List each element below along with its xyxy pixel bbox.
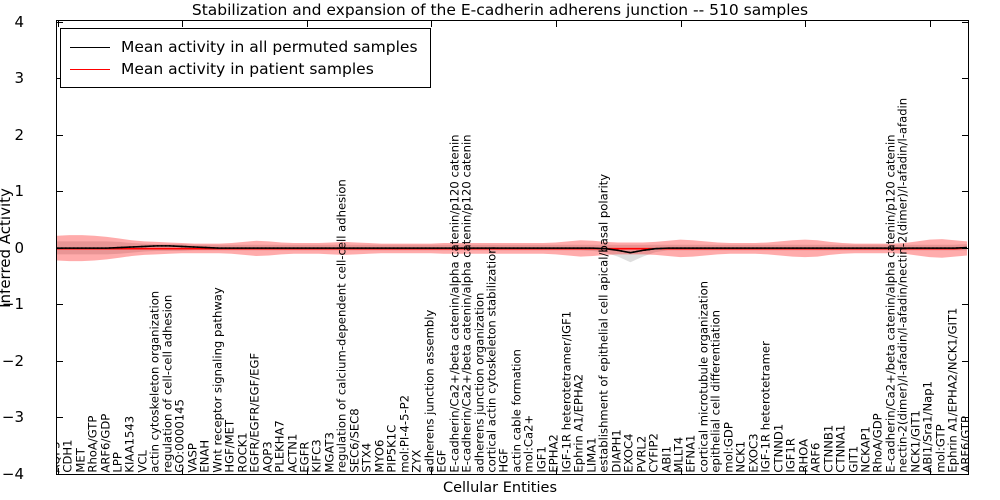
y-tick-mark: [962, 360, 968, 362]
y-tick-label: 1: [14, 182, 24, 200]
y-tick-label: 3: [14, 69, 24, 87]
y-tick-label: −2: [1, 351, 24, 370]
legend-label-permuted: Mean activity in all permuted samples: [121, 38, 418, 56]
y-tick-mark: [962, 304, 968, 305]
legend: Mean activity in all permuted samples Me…: [60, 28, 431, 88]
y-tick-mark: [57, 134, 63, 136]
plot-svg: [57, 235, 967, 263]
x-tick-mark: [680, 468, 682, 474]
y-tick-mark: [962, 247, 968, 249]
y-tick-mark: [962, 417, 968, 418]
x-tick-mark: [57, 468, 59, 474]
x-tick-mark: [431, 468, 433, 474]
y-tick-mark: [57, 247, 63, 249]
chart-title: Stabilization and expansion of the E-cad…: [191, 1, 809, 19]
y-tick-mark: [57, 21, 63, 23]
y-tick-label: 2: [14, 125, 24, 144]
y-tick-mark: [962, 191, 968, 192]
y-tick-mark: [962, 473, 968, 475]
legend-item-patient: Mean activity in patient samples: [70, 58, 418, 80]
x-tick-mark: [182, 468, 184, 474]
y-tick-mark: [962, 78, 968, 79]
x-tick-mark: [57, 21, 59, 27]
x-tick-mark: [930, 468, 932, 474]
legend-line-red: [70, 68, 110, 70]
y-axis-label: Inferred Activity: [0, 187, 14, 308]
y-tick-label: −3: [1, 408, 24, 426]
y-tick-mark: [962, 21, 968, 23]
x-tick-mark: [182, 21, 184, 27]
legend-item-permuted: Mean activity in all permuted samples: [70, 36, 418, 58]
x-tick-mark: [680, 21, 682, 27]
x-tick-mark: [556, 468, 558, 474]
x-tick-mark: [556, 21, 558, 27]
permuted-mean-line: [57, 245, 967, 254]
y-tick-label: −1: [1, 295, 24, 313]
x-tick-mark: [431, 21, 433, 27]
x-tick-mark: [930, 21, 932, 27]
x-tick-mark: [306, 21, 308, 27]
plot-area: [56, 20, 969, 475]
legend-label-patient: Mean activity in patient samples: [121, 60, 374, 78]
y-tick-label: −4: [1, 464, 24, 483]
x-tick-mark: [805, 468, 807, 474]
y-tick-mark: [57, 360, 63, 362]
y-tick-mark: [57, 304, 63, 305]
x-tick-mark: [805, 21, 807, 27]
y-tick-mark: [57, 417, 63, 418]
y-tick-mark: [962, 134, 968, 136]
legend-line-black: [70, 46, 110, 48]
y-tick-label: 0: [14, 238, 24, 257]
x-axis-label: Cellular Entities: [442, 480, 558, 496]
y-tick-label: 4: [14, 12, 24, 31]
permuted-confidence-band: [57, 241, 967, 263]
x-tick-mark: [306, 468, 308, 474]
y-tick-mark: [57, 473, 63, 475]
y-tick-mark: [57, 191, 63, 192]
